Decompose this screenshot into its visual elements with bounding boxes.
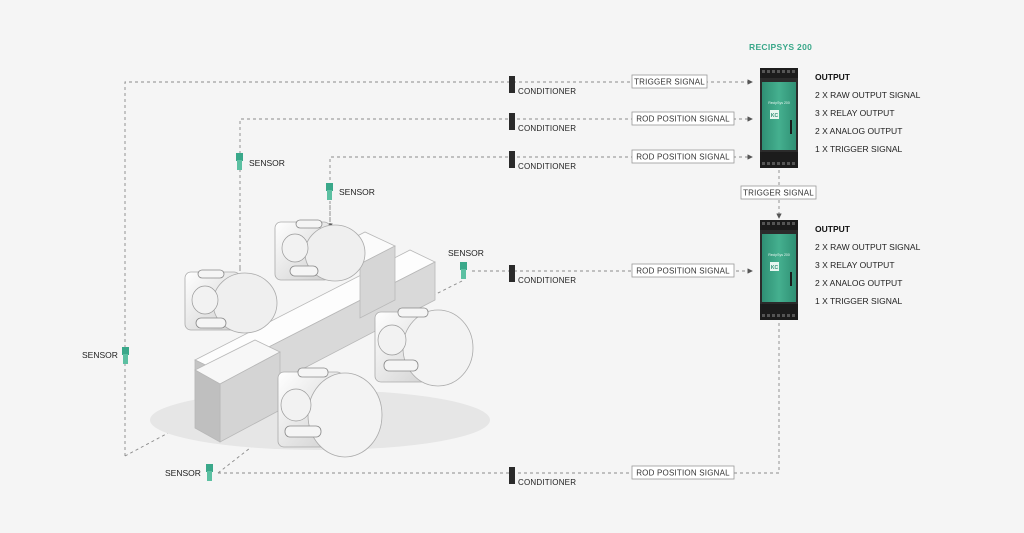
sensor-label: SENSOR: [339, 187, 375, 197]
output-list-1: OUTPUT 2 X RAW OUTPUT SIGNAL 3 X RELAY O…: [815, 72, 921, 154]
svg-text:ROD POSITION SIGNAL: ROD POSITION SIGNAL: [636, 153, 730, 162]
conditioner-label: CONDITIONER: [518, 162, 576, 171]
signal-label: ROD POSITION SIGNAL: [631, 465, 735, 480]
sensor-icon[interactable]: [122, 347, 129, 364]
output-item: 2 X RAW OUTPUT SIGNAL: [815, 90, 921, 100]
cylinder-left: [184, 269, 278, 334]
conditioner[interactable]: CONDITIONER: [509, 265, 576, 285]
conditioner-label: CONDITIONER: [518, 124, 576, 133]
output-item: 1 X TRIGGER SIGNAL: [815, 296, 903, 306]
svg-text:ROD POSITION SIGNAL: ROD POSITION SIGNAL: [636, 115, 730, 124]
signal-label: ROD POSITION SIGNAL: [631, 149, 735, 164]
conditioner-label: CONDITIONER: [518, 87, 576, 96]
output-item: 2 X ANALOG OUTPUT: [815, 278, 902, 288]
signal-label: TRIGGER SIGNAL: [631, 74, 708, 89]
kc-logo-icon: [770, 262, 779, 271]
output-item: 1 X TRIGGER SIGNAL: [815, 144, 903, 154]
sensor-label: SENSOR: [448, 248, 484, 258]
brand-mark: KC: [771, 113, 779, 119]
conditioner[interactable]: CONDITIONER: [509, 151, 576, 171]
cylinder-front: [277, 367, 383, 458]
trigger-link-label: TRIGGER SIGNAL: [740, 185, 817, 200]
sensor-icon[interactable]: [460, 262, 467, 279]
output-item: 2 X ANALOG OUTPUT: [815, 126, 902, 136]
signal-label: ROD POSITION SIGNAL: [631, 263, 735, 278]
conditioner[interactable]: CONDITIONER: [509, 76, 576, 96]
system-title: RECIPSYS 200: [749, 42, 812, 52]
recipsys-device-2[interactable]: RecipSys 200 KC: [760, 220, 798, 320]
svg-text:TRIGGER SIGNAL: TRIGGER SIGNAL: [743, 189, 814, 198]
conditioner-label: CONDITIONER: [518, 276, 576, 285]
device-label: RecipSys 200: [768, 253, 790, 257]
output-heading: OUTPUT: [815, 224, 851, 234]
conditioner-label: CONDITIONER: [518, 478, 576, 487]
cylinder-top: [274, 219, 366, 282]
compressor-illustration: [150, 219, 490, 458]
signal-label: ROD POSITION SIGNAL: [631, 111, 735, 126]
sensor-label: SENSOR: [165, 468, 201, 478]
sensor-icon[interactable]: [326, 183, 333, 200]
output-heading: OUTPUT: [815, 72, 851, 82]
conditioner[interactable]: CONDITIONER: [509, 113, 576, 133]
kc-logo-icon: [770, 110, 779, 119]
sensor-label: SENSOR: [249, 158, 285, 168]
svg-text:ROD POSITION SIGNAL: ROD POSITION SIGNAL: [636, 469, 730, 478]
output-item: 2 X RAW OUTPUT SIGNAL: [815, 242, 921, 252]
device-label: RecipSys 200: [768, 101, 790, 105]
svg-text:TRIGGER SIGNAL: TRIGGER SIGNAL: [634, 78, 705, 87]
brand-mark: KC: [771, 265, 779, 271]
output-list-2: OUTPUT 2 X RAW OUTPUT SIGNAL 3 X RELAY O…: [815, 224, 921, 306]
output-item: 3 X RELAY OUTPUT: [815, 260, 895, 270]
cylinder-right: [374, 307, 474, 387]
sensor-icon[interactable]: [206, 464, 213, 481]
conditioner[interactable]: CONDITIONER: [509, 467, 576, 487]
sensor-label: SENSOR: [82, 350, 118, 360]
recipsys-device-1[interactable]: RecipSys 200 KC: [760, 68, 798, 168]
svg-text:ROD POSITION SIGNAL: ROD POSITION SIGNAL: [636, 267, 730, 276]
sensor-icon[interactable]: [236, 153, 243, 170]
output-item: 3 X RELAY OUTPUT: [815, 108, 895, 118]
